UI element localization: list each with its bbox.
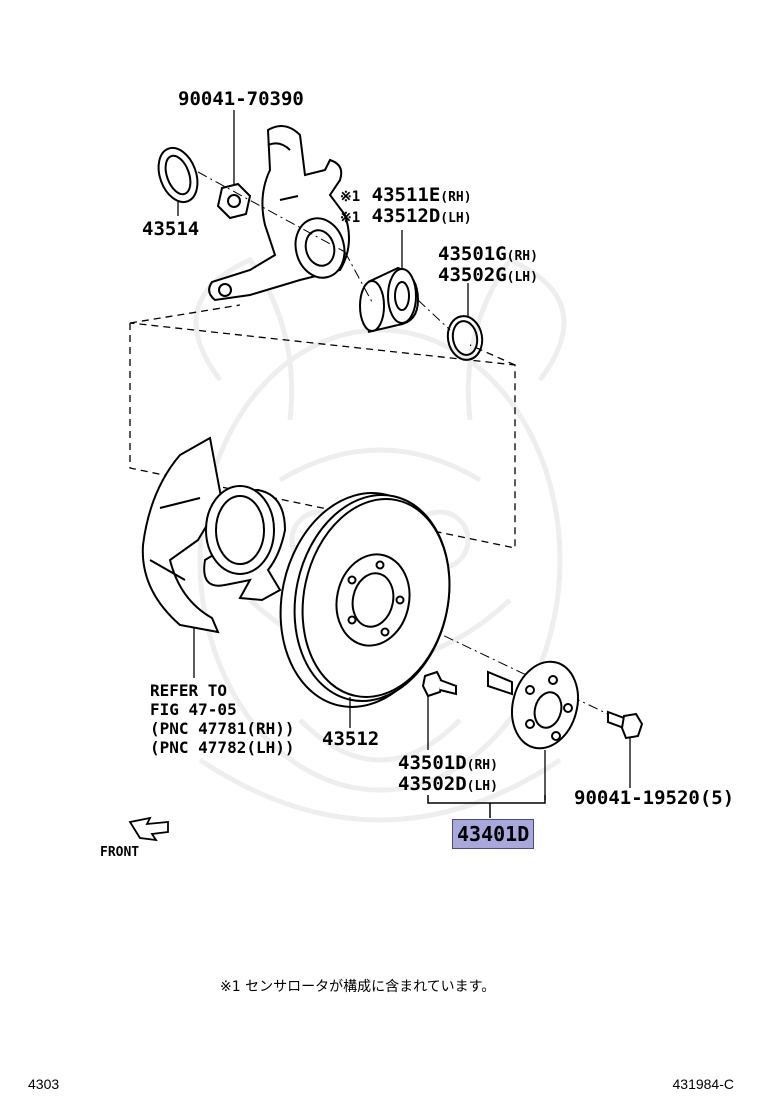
label-43501G: 43501G(RH) — [438, 243, 538, 268]
note-mark: ※1 — [340, 189, 361, 205]
dust-cover — [141, 436, 287, 678]
label-43502D: 43502D(LH) — [398, 773, 498, 798]
side-indicator: (LH) — [440, 211, 472, 226]
front-arrow-icon — [128, 816, 169, 842]
label-43511E: ※1 43511E(RH) — [340, 184, 472, 209]
steering-knuckle — [208, 125, 350, 302]
snap-ring-43501G — [446, 283, 484, 361]
side-indicator: (RH) — [440, 190, 472, 205]
note-mark: ※1 — [340, 210, 361, 226]
label-43512: 43512 — [322, 728, 380, 750]
footer-right-code: 431984-C — [672, 1076, 735, 1092]
hub-bolt-90041-19520 — [607, 710, 644, 788]
disc-rotor-43512 — [279, 492, 451, 728]
footer-left-code: 4303 — [28, 1076, 60, 1092]
refer-line-1: REFER TO — [150, 681, 228, 700]
hub-bolt-43501D — [421, 670, 457, 750]
side-indicator: (LH) — [466, 779, 498, 794]
label-90041-19520: 90041-19520(5) — [574, 787, 735, 809]
side-indicator: (LH) — [506, 270, 538, 285]
label-43514: 43514 — [142, 218, 200, 240]
refer-line-3: (PNC 47781(RH)) — [150, 719, 295, 738]
nut-90041-70390 — [216, 110, 252, 220]
part-number: 43501D — [398, 752, 467, 774]
bearing-43511E — [359, 230, 420, 333]
label-90041-70390: 90041-70390 — [178, 88, 304, 110]
axle-hub-43401D — [487, 660, 579, 800]
refer-line-4: (PNC 47782(LH)) — [150, 738, 295, 757]
label-43502G: 43502G(LH) — [438, 264, 538, 289]
part-number: 43502G — [438, 264, 507, 286]
side-indicator: (RH) — [466, 758, 498, 773]
side-indicator: (RH) — [506, 249, 538, 264]
refer-line-2: FIG 47-05 — [150, 700, 237, 719]
part-number: 43501G — [438, 243, 507, 265]
label-43401D-highlighted[interactable]: 43401D — [452, 819, 535, 849]
label-43501D: 43501D(RH) — [398, 752, 498, 777]
part-number: 43512D — [371, 205, 441, 227]
assembly-dashed-outline — [129, 304, 516, 549]
footnote: ※1 センサロータが構成に含まれています。 — [220, 979, 496, 995]
front-label: FRONT — [100, 845, 140, 860]
oil-seal-43514 — [157, 146, 199, 216]
assembly-bracket — [427, 795, 546, 818]
part-number: 43502D — [398, 773, 467, 795]
label-43512D: ※1 43512D(LH) — [340, 205, 472, 230]
part-number: 43511E — [371, 184, 441, 206]
